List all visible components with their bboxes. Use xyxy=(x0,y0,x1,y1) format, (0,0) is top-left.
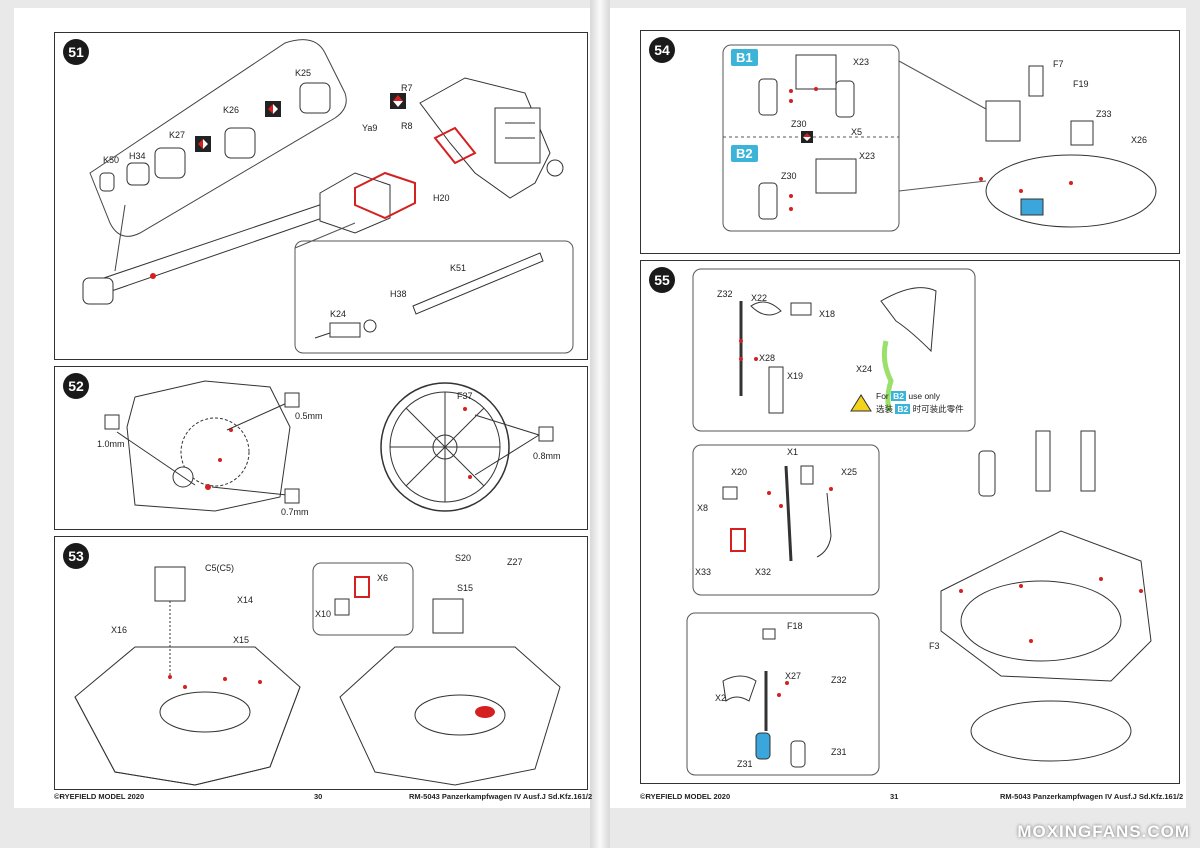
part-label-x27: X27 xyxy=(785,671,802,681)
step-53-panel: 53 C5(C5) X14 X16 X15 X6 X10 S20 Z27 S15 xyxy=(54,536,588,790)
part-label-x24: X24 xyxy=(856,364,873,374)
part-label-h34: H34 xyxy=(129,151,146,161)
part-label-s15: S15 xyxy=(457,583,474,593)
step-54-panel: 54 B1 B2 X23 Z30 X5 X23 Z30 F7 xyxy=(640,30,1180,254)
drill-size-07mm: 0.7mm xyxy=(281,507,309,517)
note-use-only: use only xyxy=(908,391,941,401)
part-label-z27: Z27 xyxy=(507,557,523,567)
part-label-f7: F7 xyxy=(1053,59,1064,69)
part-label-r8: R8 xyxy=(401,121,413,131)
part-label-x20: X20 xyxy=(731,467,748,477)
part-label-z30: Z30 xyxy=(791,119,807,129)
part-label-ya9: Ya9 xyxy=(362,123,378,133)
part-label-x18: X18 xyxy=(819,309,836,319)
part-label-s20: S20 xyxy=(455,553,472,563)
turret-basket-drawing xyxy=(74,562,561,786)
copyright-text: ©RYEFIELD MODEL 2020 xyxy=(54,792,145,801)
part-label-c5: C5(C5) xyxy=(205,563,235,573)
site-watermark: MOXINGFANS.COM xyxy=(1017,822,1190,841)
product-title: RM-5043 Panzerkampfwagen IV Ausf.J Sd.Kf… xyxy=(409,792,593,801)
part-label-x14: X14 xyxy=(237,595,254,605)
part-label-h20: H20 xyxy=(433,193,450,203)
part-label-k50: K50 xyxy=(103,155,120,165)
part-label-z32: Z32 xyxy=(717,289,733,299)
option-note-en: For B2 use only xyxy=(876,391,940,401)
part-label-x8: X8 xyxy=(697,503,709,513)
part-label-x25: X25 xyxy=(841,467,858,477)
note-cn-b: 时可装此零件 xyxy=(912,404,964,414)
instruction-page-left: 51 xyxy=(14,8,593,808)
note-for: For xyxy=(876,391,889,401)
step-55-panel: 55 xyxy=(640,260,1180,784)
book-spine xyxy=(590,0,610,848)
copyright-text: ©RYEFIELD MODEL 2020 xyxy=(640,792,731,801)
turret-floor-drawing xyxy=(104,380,554,512)
part-label-z30-b2: Z30 xyxy=(781,171,797,181)
part-label-x1: X1 xyxy=(787,447,799,457)
part-label-z31: Z31 xyxy=(737,759,753,769)
drill-size-1mm: 1.0mm xyxy=(97,439,125,449)
part-label-z33: Z33 xyxy=(1096,109,1112,119)
part-label-x28: X28 xyxy=(759,353,776,363)
part-label-x32: X32 xyxy=(755,567,772,577)
part-label-x23: X23 xyxy=(853,57,870,67)
part-label-k51: K51 xyxy=(450,263,467,273)
note-cn-a: 选装 xyxy=(876,404,894,414)
part-label-x26: X26 xyxy=(1131,135,1148,145)
step-number: 55 xyxy=(649,267,675,293)
part-label-f3: F3 xyxy=(929,641,940,651)
step-number: 51 xyxy=(63,39,89,65)
note-cn-badge-b2: B2 xyxy=(895,404,911,414)
part-label-f19: F19 xyxy=(1073,79,1089,89)
part-label-k24: K24 xyxy=(330,309,347,319)
part-label-z32-b: Z32 xyxy=(831,675,847,685)
gun-barrel-drawing xyxy=(82,39,574,354)
part-label-x16: X16 xyxy=(111,625,128,635)
part-label-k27: K27 xyxy=(169,130,186,140)
part-label-z31-b: Z31 xyxy=(831,747,847,757)
option-badge-b1: B1 xyxy=(731,49,758,66)
step-number: 54 xyxy=(649,37,675,63)
option-badge-b2: B2 xyxy=(731,145,758,162)
option-note-cn: 选装 B2 时可装此零件 xyxy=(876,403,964,415)
part-label-k25: K25 xyxy=(295,68,312,78)
step-51-panel: 51 xyxy=(54,32,588,360)
part-label-x23-b2: X23 xyxy=(859,151,876,161)
part-label-x6: X6 xyxy=(377,573,389,583)
product-title: RM-5043 Panzerkampfwagen IV Ausf.J Sd.Kf… xyxy=(1000,792,1184,801)
page-number: 30 xyxy=(314,792,323,801)
ammo-rack-drawing xyxy=(722,44,1157,232)
part-label-k26: K26 xyxy=(223,105,240,115)
part-label-f18: F18 xyxy=(787,621,803,631)
part-label-h38: H38 xyxy=(390,289,407,299)
basket-fittings-drawing xyxy=(686,268,1152,776)
part-label-x5: X5 xyxy=(851,127,863,137)
step-number: 53 xyxy=(63,543,89,569)
instruction-page-right: 54 B1 B2 X23 Z30 X5 X23 Z30 F7 xyxy=(610,8,1186,808)
part-label-x2: X2 xyxy=(715,693,727,703)
part-label-x19: X19 xyxy=(787,371,804,381)
note-badge-b2: B2 xyxy=(891,391,906,401)
part-label-x10: X10 xyxy=(315,609,332,619)
part-label-x22: X22 xyxy=(751,293,768,303)
part-label-f37: F37 xyxy=(457,391,473,401)
part-label-r7: R7 xyxy=(401,83,413,93)
step-52-panel: 52 1.0mm 0.5mm 0.7mm F37 0.8mm xyxy=(54,366,588,530)
step-number: 52 xyxy=(63,373,89,399)
part-label-x15: X15 xyxy=(233,635,250,645)
page-number: 31 xyxy=(890,792,899,801)
part-label-x33: X33 xyxy=(695,567,712,577)
drill-size-08mm: 0.8mm xyxy=(533,451,561,461)
drill-size-05mm: 0.5mm xyxy=(295,411,323,421)
